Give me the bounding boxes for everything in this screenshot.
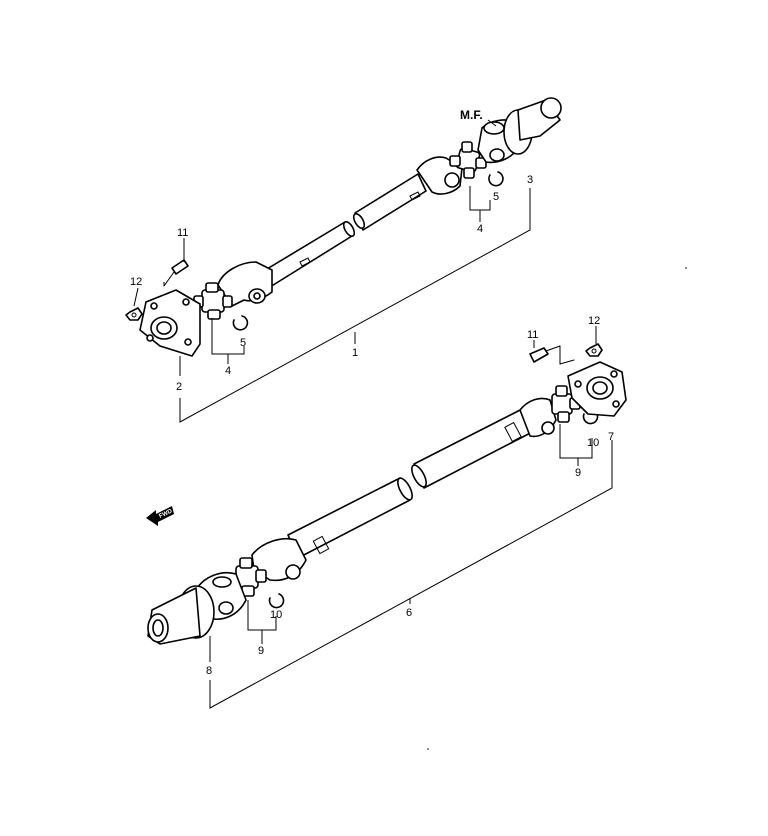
fwd-arrow-icon: FWD — [146, 506, 174, 526]
flange-yoke-rear — [567, 361, 627, 417]
universal-joint-spider-upper — [449, 141, 487, 179]
rear-propeller-shaft — [147, 343, 627, 645]
part-label-12-lower: 12 — [588, 315, 600, 327]
flange-yoke — [139, 289, 201, 357]
circlip-upper — [488, 171, 504, 187]
leader-lines — [133, 119, 613, 709]
part-label-11-lower: 11 — [527, 329, 538, 341]
front-propeller-shaft — [125, 97, 562, 357]
part-label-5-lower: 5 — [240, 337, 246, 349]
part-label-9-lower: 9 — [258, 645, 264, 657]
mf-marker-label: M.F. — [460, 108, 483, 122]
circlip-rear-lower — [268, 593, 285, 609]
part-label-5-upper: 5 — [493, 191, 499, 203]
part-label-10-upper: 10 — [587, 437, 599, 449]
part-label-10-lower: 10 — [270, 609, 282, 621]
part-label-4-lower: 4 — [225, 365, 231, 377]
part-label-2: 2 — [176, 381, 182, 393]
part-label-11-upper: 11 — [177, 227, 188, 239]
sleeve-yoke-rear — [147, 572, 247, 645]
part-label-1: 1 — [352, 347, 358, 359]
bolt-lower — [529, 345, 575, 365]
part-label-7: 7 — [608, 431, 614, 443]
sleeve-yoke — [477, 97, 562, 164]
universal-joint-spider-rear-lower — [235, 557, 267, 597]
universal-joint-spider-rear-upper — [551, 385, 581, 423]
part-label-8: 8 — [206, 665, 212, 677]
part-label-12-upper: 12 — [130, 276, 142, 288]
nut-upper — [125, 307, 143, 321]
part-label-9-upper: 9 — [575, 467, 581, 479]
part-label-4-upper: 4 — [477, 223, 483, 235]
nut-lower — [585, 343, 603, 357]
fwd-label: FWD — [158, 508, 174, 519]
part-labels: M.F. 1 2 3 4 4 5 5 6 7 8 9 9 10 10 11 11… — [130, 108, 614, 677]
part-label-6: 6 — [406, 607, 412, 619]
circlip-lower — [232, 315, 249, 331]
part-label-3: 3 — [527, 174, 533, 186]
bolt-upper — [163, 259, 189, 287]
